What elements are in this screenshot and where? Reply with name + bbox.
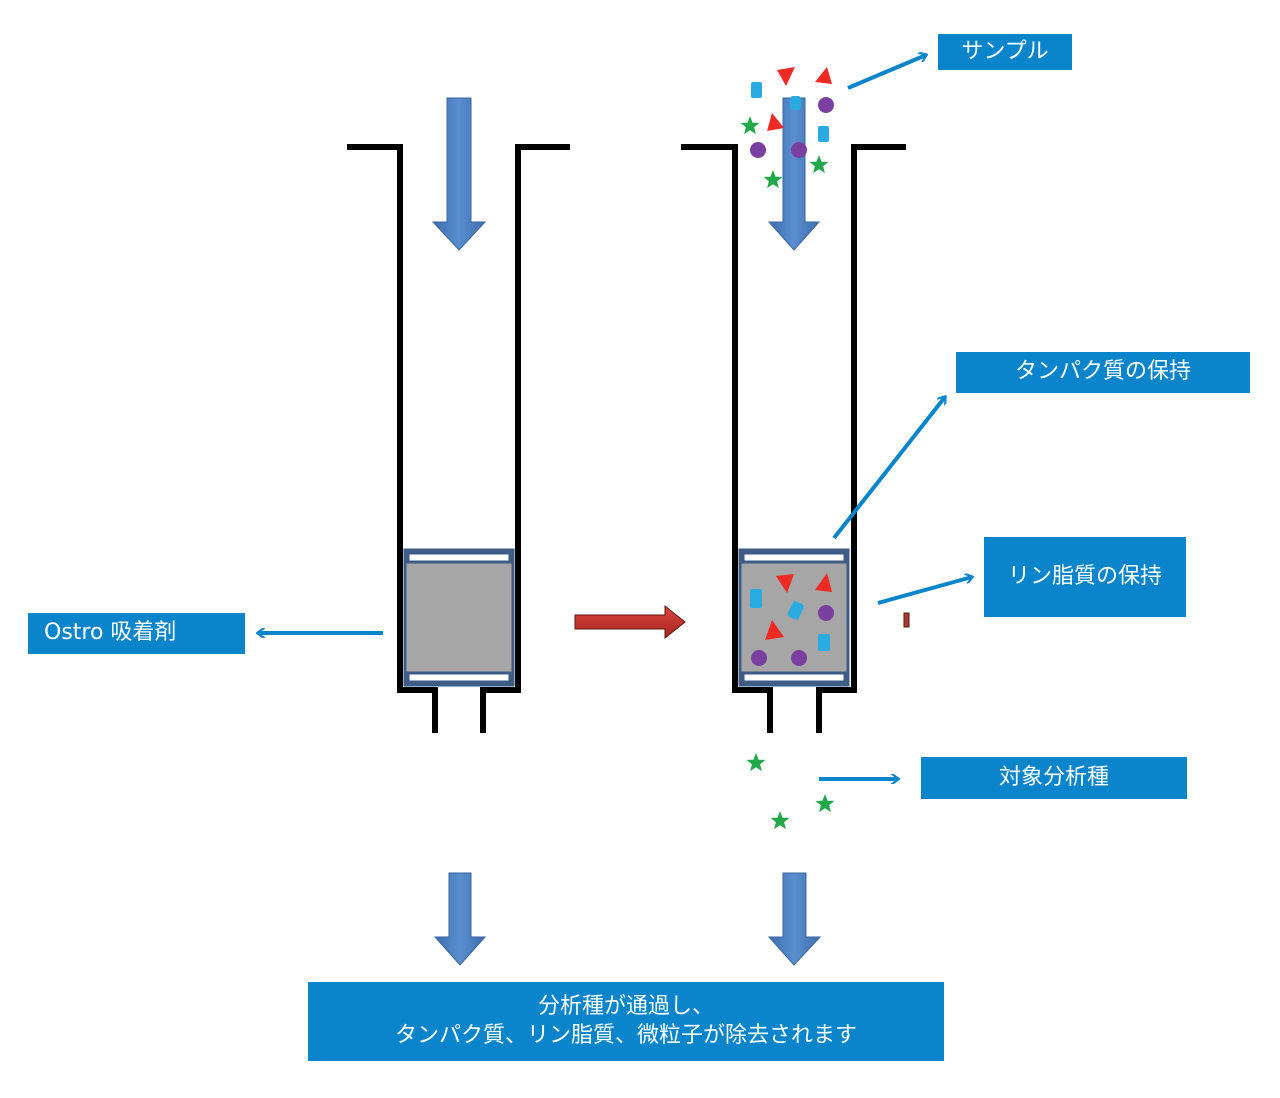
result-label-line1: 分析種が通過し、	[537, 993, 714, 1019]
right-top-frit	[741, 551, 847, 564]
phospholipid-retention-label-text: リン脂質の保持	[1007, 563, 1162, 589]
right-cartridge-wall-left	[681, 144, 773, 733]
phospholipid-retention-label: リン脂質の保持	[984, 537, 1186, 617]
eluted-analytes	[746, 753, 835, 830]
retained-protein	[765, 620, 784, 640]
phospholipid-particle	[790, 96, 801, 110]
right-bottom-frit	[741, 671, 847, 684]
protein-retention-label-text: タンパク質の保持	[1014, 359, 1191, 385]
retained-phospholipid	[787, 601, 804, 620]
retained-phospholipid	[818, 634, 830, 651]
sample-callout-arrow	[847, 55, 926, 90]
analyte-particle	[763, 170, 783, 189]
right-cartridge	[681, 67, 910, 966]
transition-arrow	[574, 604, 686, 640]
retained-particulate	[791, 650, 807, 666]
analyte-particle	[809, 155, 829, 174]
left-bottom-frit	[406, 671, 512, 684]
particulate-particle	[818, 97, 834, 113]
analyte-particle	[746, 753, 766, 772]
stray-mark	[903, 612, 910, 628]
left-inlet-flow-arrow	[431, 97, 487, 251]
analyte-particle	[770, 811, 790, 830]
retained-protein	[776, 574, 794, 593]
left-outlet-flow-arrow	[433, 872, 487, 966]
protein-particle	[777, 67, 795, 86]
left-cartridge-wall-left	[347, 144, 438, 733]
right-outlet-flow-arrow	[767, 872, 822, 966]
sample-label: サンプル	[938, 34, 1072, 70]
retained-protein	[815, 573, 832, 592]
result-label-line2: タンパク質、リン脂質、微粒子が除去されます	[394, 1022, 857, 1048]
protein-particle	[767, 113, 784, 131]
right-inlet-flow-arrow	[767, 97, 821, 251]
sorbent-label-text: Ostro 吸着剤	[44, 620, 177, 646]
protein-callout-arrow	[832, 397, 945, 540]
protein-particle	[815, 67, 832, 84]
retained-particulate	[751, 650, 767, 666]
result-label: 分析種が通過し、 タンパク質、リン脂質、微粒子が除去されます	[308, 982, 944, 1061]
left-sorbent-bed	[403, 548, 515, 687]
left-top-frit	[406, 551, 512, 564]
target-analyte-label-text: 対象分析種	[998, 764, 1109, 790]
particulate-particle	[750, 142, 766, 158]
left-cartridge-wall-right	[480, 144, 570, 733]
sample-label-text: サンプル	[961, 38, 1049, 64]
target-analyte-label: 対象分析種	[921, 757, 1187, 799]
retained-particulate	[818, 605, 834, 621]
analyte-particle	[815, 794, 835, 813]
right-sorbent-bed	[738, 548, 850, 687]
phospholipid-callout-arrow	[877, 577, 972, 605]
left-cartridge	[258, 97, 570, 966]
right-cartridge-wall-right	[816, 144, 906, 733]
retained-phospholipid	[750, 589, 762, 608]
protein-retention-label: タンパク質の保持	[956, 352, 1250, 393]
sample-particles	[740, 67, 834, 189]
phospholipid-particle	[818, 126, 829, 142]
phospholipid-particle	[751, 82, 762, 98]
analyte-particle	[740, 116, 760, 135]
sorbent-label: Ostro 吸着剤	[28, 613, 245, 654]
particulate-particle	[791, 142, 807, 158]
